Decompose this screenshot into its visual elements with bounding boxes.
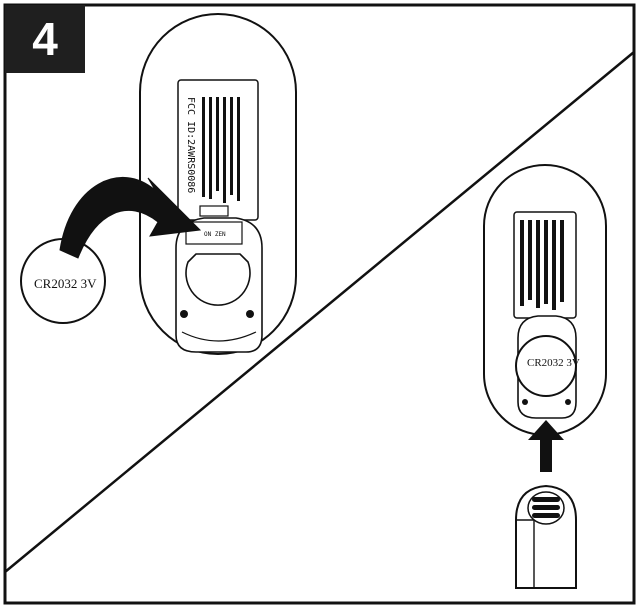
screw-left — [180, 310, 188, 318]
clip-icon — [515, 484, 577, 589]
screw-right — [246, 310, 254, 318]
remote-label-text-block: FCC ID:2AWRS0086 — [185, 95, 244, 205]
remote-label-text-right — [520, 220, 564, 310]
battery-label-left: CR2032 3V — [34, 276, 97, 291]
panel-frame — [3, 3, 636, 605]
diagonal-divider — [4, 51, 635, 573]
installed-battery — [515, 335, 577, 397]
clip-tab — [199, 205, 229, 217]
remote-left: FCC ID:2AWRS0086 ON ZEN — [139, 13, 297, 355]
fcc-id-text: FCC ID:2AWRS0086 — [185, 97, 196, 193]
battery-slot — [185, 253, 251, 306]
step-number-badge: 4 — [5, 5, 85, 73]
up-arrow-icon — [528, 420, 564, 472]
slot-marks: ON ZEN — [204, 231, 226, 238]
battery-label-right: CR2032 3V — [527, 357, 580, 369]
remote-right — [483, 164, 607, 436]
curved-arrow-icon — [59, 176, 202, 259]
